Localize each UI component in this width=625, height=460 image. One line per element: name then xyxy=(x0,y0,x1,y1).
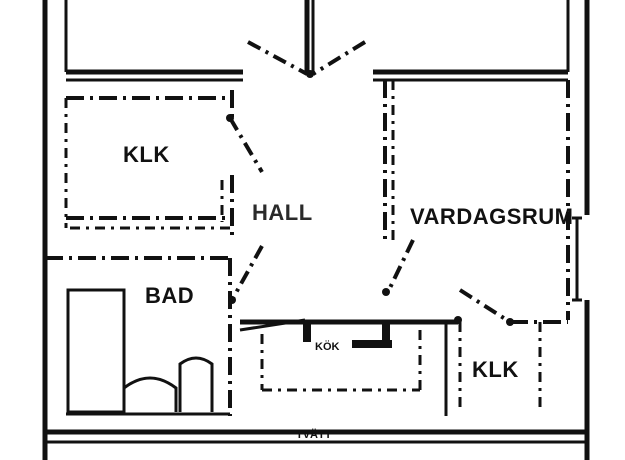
living-room: VARDAGSRUM xyxy=(382,80,587,320)
bottom-mark-label: TVÄTT xyxy=(296,428,332,441)
living-room-door-hinge xyxy=(382,288,390,296)
closet-door xyxy=(228,116,264,174)
washbasin xyxy=(122,376,178,412)
closet-bottom-right: KLK xyxy=(458,288,568,412)
entrance-door-left xyxy=(247,40,308,76)
room-label-hall: HALL xyxy=(252,200,313,225)
room-label-vardagsrum: VARDAGSRUM xyxy=(410,204,573,229)
bottom-mark: TVÄTT xyxy=(296,428,332,441)
closet-br-door xyxy=(458,288,512,324)
bathroom: BAD xyxy=(45,245,264,416)
stove-mark xyxy=(352,340,392,348)
top-corridor xyxy=(64,0,570,72)
counter-mark: KÖK xyxy=(315,340,340,353)
room-label-klk-top: KLK xyxy=(123,142,170,167)
bathtub xyxy=(66,288,126,414)
bathroom-door xyxy=(230,245,264,301)
kitchen-counter: KÖK xyxy=(239,316,462,416)
room-label-bad: BAD xyxy=(145,283,194,308)
closet-top-left: KLK xyxy=(64,90,264,240)
stove-post xyxy=(382,322,390,346)
counter-diagonal xyxy=(239,318,306,332)
outer-walls xyxy=(42,0,590,460)
upper-partition xyxy=(66,69,568,82)
hall: HALL xyxy=(252,200,313,225)
bathroom-door-hinge xyxy=(228,296,236,304)
living-room-door xyxy=(386,239,415,293)
counter-post xyxy=(303,320,311,342)
closet-door-hinge xyxy=(226,114,234,122)
entrance-doors xyxy=(247,40,367,78)
entrance-hinge xyxy=(306,70,314,78)
toilet xyxy=(178,356,214,412)
room-label-klk-bottom: KLK xyxy=(472,357,519,382)
entrance-door-right xyxy=(311,40,367,76)
